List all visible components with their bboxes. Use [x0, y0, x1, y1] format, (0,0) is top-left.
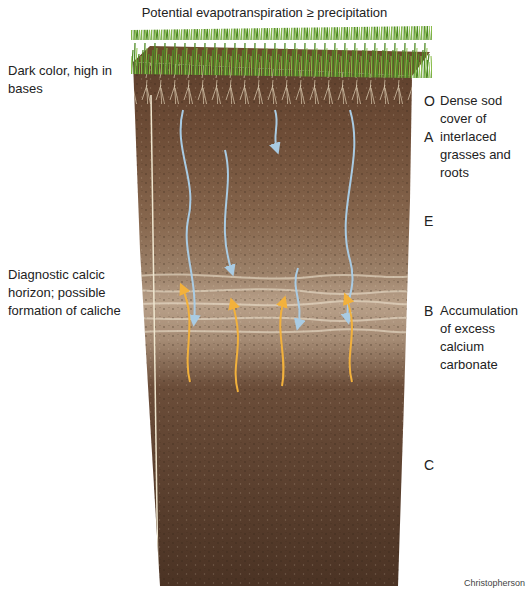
leaching-arrows	[181, 110, 355, 326]
calcic-streaks	[138, 274, 412, 332]
grass-sod	[131, 26, 432, 78]
horizon-note: Accumulation of excess calcium carbonate	[440, 302, 522, 374]
horizon-letter: C	[424, 456, 434, 474]
credit-line: Christopherson	[464, 578, 525, 589]
horizon-letter: E	[424, 212, 433, 230]
horizon-letter: A	[424, 128, 433, 146]
title-box: Potential evapotranspiration ≥ precipita…	[0, 4, 529, 22]
horizon-letter-box: E	[424, 212, 433, 230]
horizon-note: Dense sod cover of interlaced grasses an…	[440, 92, 522, 182]
horizon-letter-box: C	[424, 456, 434, 474]
soil-speckle	[130, 60, 420, 590]
credit-line-box: Christopherson	[464, 578, 525, 589]
horizon-note: Dark color, high in bases	[8, 62, 126, 98]
horizon-letter-box: B	[424, 302, 433, 320]
horizon-letter: B	[424, 302, 433, 320]
soil-texture	[130, 60, 420, 590]
horizon-note-box: Accumulation of excess calcium carbonate	[440, 302, 522, 374]
horizon-letter-box: A	[424, 128, 433, 146]
capillary-arrows	[182, 287, 352, 392]
diagram-title: Potential evapotranspiration ≥ precipita…	[0, 4, 529, 22]
horizon-letter: O	[424, 92, 435, 110]
profile-line	[151, 95, 158, 584]
horizon-note-box: Diagnostic calcic horizon; possible form…	[8, 266, 123, 320]
horizon-note-box: Dark color, high in bases	[8, 62, 126, 98]
horizon-note: Diagnostic calcic horizon; possible form…	[8, 266, 123, 320]
horizon-note-box: Dense sod cover of interlaced grasses an…	[440, 92, 522, 182]
horizon-letter-box: O	[424, 92, 435, 110]
